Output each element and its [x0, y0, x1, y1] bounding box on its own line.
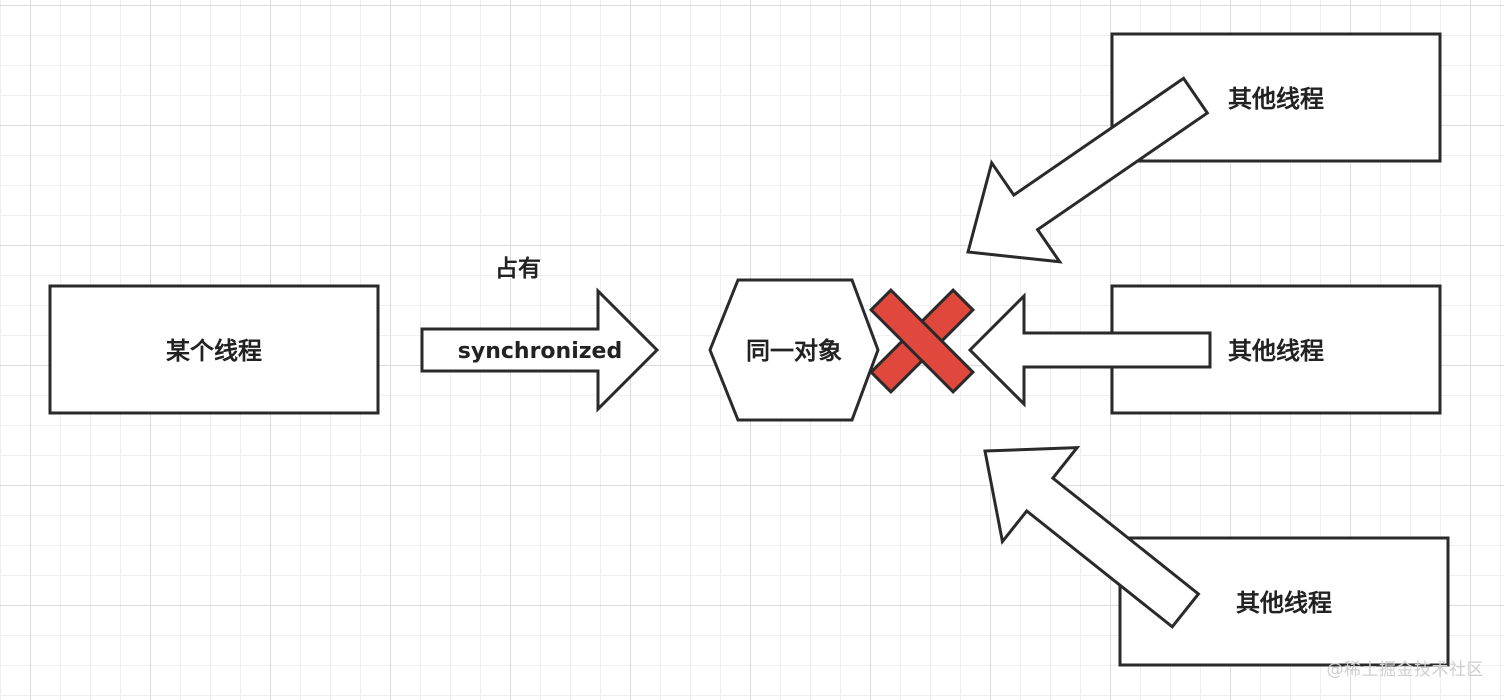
- synchronized-label: synchronized: [458, 339, 622, 364]
- other-thread-label-3: 其他线程: [1236, 589, 1332, 617]
- blocked-arrow-top: [966, 76, 1210, 264]
- watermark-text: @稀土掘金技术社区: [1326, 660, 1484, 680]
- synchronized-arrow-shape: [420, 287, 660, 413]
- other-thread-label-1: 其他线程: [1228, 85, 1324, 113]
- shared-object-label: 同一对象: [746, 337, 842, 365]
- shared-object-node: 同一对象: [708, 278, 880, 422]
- main-thread-label: 某个线程: [166, 337, 262, 365]
- main-thread-node: 某个线程: [48, 284, 380, 415]
- blocked-cross-icon: [868, 287, 976, 395]
- main-thread-box: [48, 284, 380, 415]
- synchronized-arrow: synchronized: [420, 287, 660, 413]
- occupy-label: 占有: [495, 255, 541, 282]
- blocked-arrow-middle: [967, 292, 1212, 408]
- blocked-arrow-bottom: [983, 446, 1201, 629]
- shared-object-hexagon: [708, 278, 880, 422]
- other-thread-label-2: 其他线程: [1228, 337, 1324, 365]
